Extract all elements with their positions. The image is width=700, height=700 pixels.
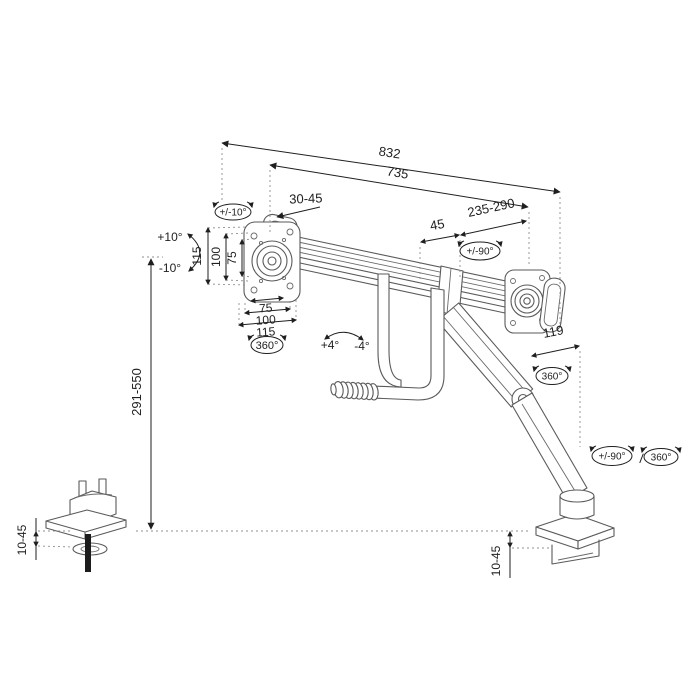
badge-swivel-10: +/-10° [212,201,254,221]
angle-label-minus10: -10° [159,261,181,275]
dim-line-119 [530,344,581,358]
badge-rotate-360-arm: 360° [532,365,572,385]
badge-separator-slash: / [639,451,645,466]
badge-rotate-360-vesa: 360° [247,334,287,354]
dim-line-235-290 [459,219,528,237]
base-column [535,489,615,550]
quick-release-handle [539,277,566,333]
dim-line-735 [269,162,529,210]
dim-label-vesa-115-h: 115 [256,324,276,339]
svg-text:360°: 360° [651,453,672,464]
tilt-arc-10 [187,233,201,272]
gas-spring-arm-lower [511,387,588,501]
dim-label-vesa-75-h: 75 [259,301,274,316]
dim-label-vesa-100-v: 100 [209,247,223,267]
dim-label-10-45-left: 10-45 [15,524,29,555]
grommet-mount-left [45,478,127,572]
svg-text:+/-10°: +/-10° [219,208,246,219]
desk-clamp [551,539,600,565]
badge-swivel-90-base: +/-90° [589,445,635,466]
dim-label-119: 119 [542,322,565,341]
dim-label-735: 735 [386,163,410,181]
dim-line-vesa-115-h [237,317,298,328]
badge-swivel-90-head: +/-90° [457,240,503,261]
svg-text:360°: 360° [542,372,563,383]
extension-lines [37,148,581,549]
badge-rotate-360-base: 360° [640,446,682,466]
angle-label-plus10: +10° [157,230,182,244]
handle-bracket-tubes [349,273,445,401]
cable-spiral [330,380,379,401]
svg-text:360°: 360° [256,340,279,352]
tilt-arc-4 [324,331,364,341]
dim-label-vesa-75-v: 75 [225,251,239,265]
dim-label-291-550: 291-550 [129,368,144,416]
vesa-plate-left [243,221,301,303]
dimension-lines [33,140,581,578]
vesa-plate-right [504,269,566,334]
dim-label-30-45: 30-45 [289,190,323,206]
svg-text:+/-90°: +/-90° [466,247,493,258]
dim-label-10-45-right: 10-45 [489,545,503,576]
svg-text:+/-90°: +/-90° [598,452,625,463]
angle-label-minus4: -4° [354,339,370,353]
leader-line-30-45 [276,206,321,219]
dim-label-vesa-100-h: 100 [255,312,276,327]
dim-line-45 [419,233,461,244]
dim-label-832: 832 [378,144,402,162]
dim-line-vesa-100-h [243,306,292,316]
dim-label-45: 45 [429,216,446,233]
dim-line-vesa-75-h [249,295,285,304]
angle-label-plus4: +4° [321,338,340,352]
dim-label-vesa-115-v: 115 [190,246,204,265]
dim-label-235-290: 235-290 [466,195,516,220]
threaded-rod [85,534,91,572]
rotation-badges: +/-10° 360° +/-90° 360° +/-90° / [212,201,682,466]
